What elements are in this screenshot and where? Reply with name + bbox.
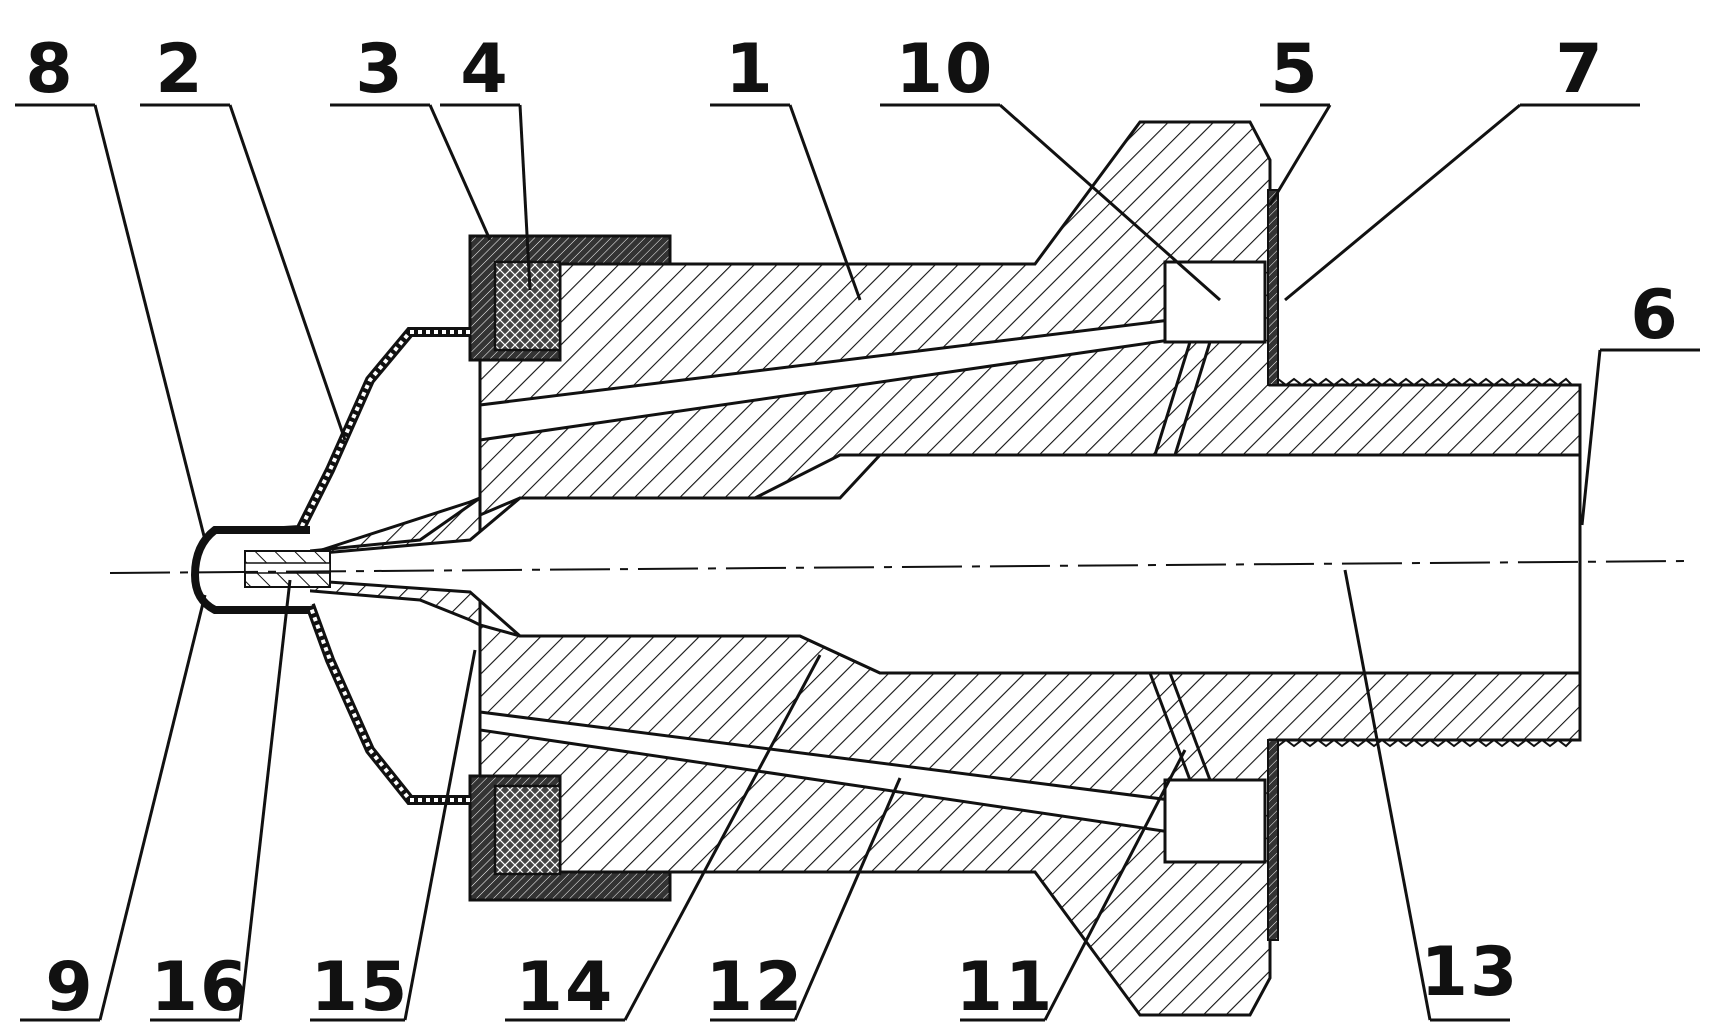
callout-12: 12 [706,948,805,1027]
shroud-cap-lower-inner [308,604,470,802]
shroud-cap-upper [219,327,470,540]
callout-8: 8 [25,30,74,109]
callout-10: 10 [896,30,995,109]
callout-3: 3 [355,30,404,109]
seal-lower [493,784,562,876]
thread-lower [1269,738,1573,748]
leader-lines-top [15,103,1700,541]
lower-passage-line-2 [1168,672,1212,781]
shroud-cap-upper-inner [219,330,470,537]
nozzle-orifice [244,562,331,574]
leader-lines-bottom [20,569,1510,1022]
callout-14: 14 [516,948,615,1027]
callout-7: 7 [1555,30,1604,109]
lower-chamber [1163,778,1267,864]
callout-1: 1 [725,30,774,109]
upper-passage-line-2 [1173,341,1212,456]
callout-2: 2 [155,30,204,109]
callout-15: 15 [311,948,410,1027]
lower-passage-line [1148,672,1192,781]
callout-6: 6 [1630,276,1679,355]
thread-upper [1269,377,1573,387]
upper-passage-line [1153,341,1192,456]
callout-16: 16 [151,948,250,1027]
gasket-lower [1267,739,1279,941]
upper-chamber [1163,260,1267,344]
callout-4: 4 [460,30,509,109]
central-bore [298,453,1582,675]
callout-13: 13 [1421,933,1520,1012]
callout-5: 5 [1270,30,1319,109]
gasket-upper [1267,189,1279,386]
seal-upper [493,260,562,352]
callout-11: 11 [956,948,1055,1027]
shroud-cap-lower [305,603,470,805]
callout-9: 9 [45,948,94,1027]
